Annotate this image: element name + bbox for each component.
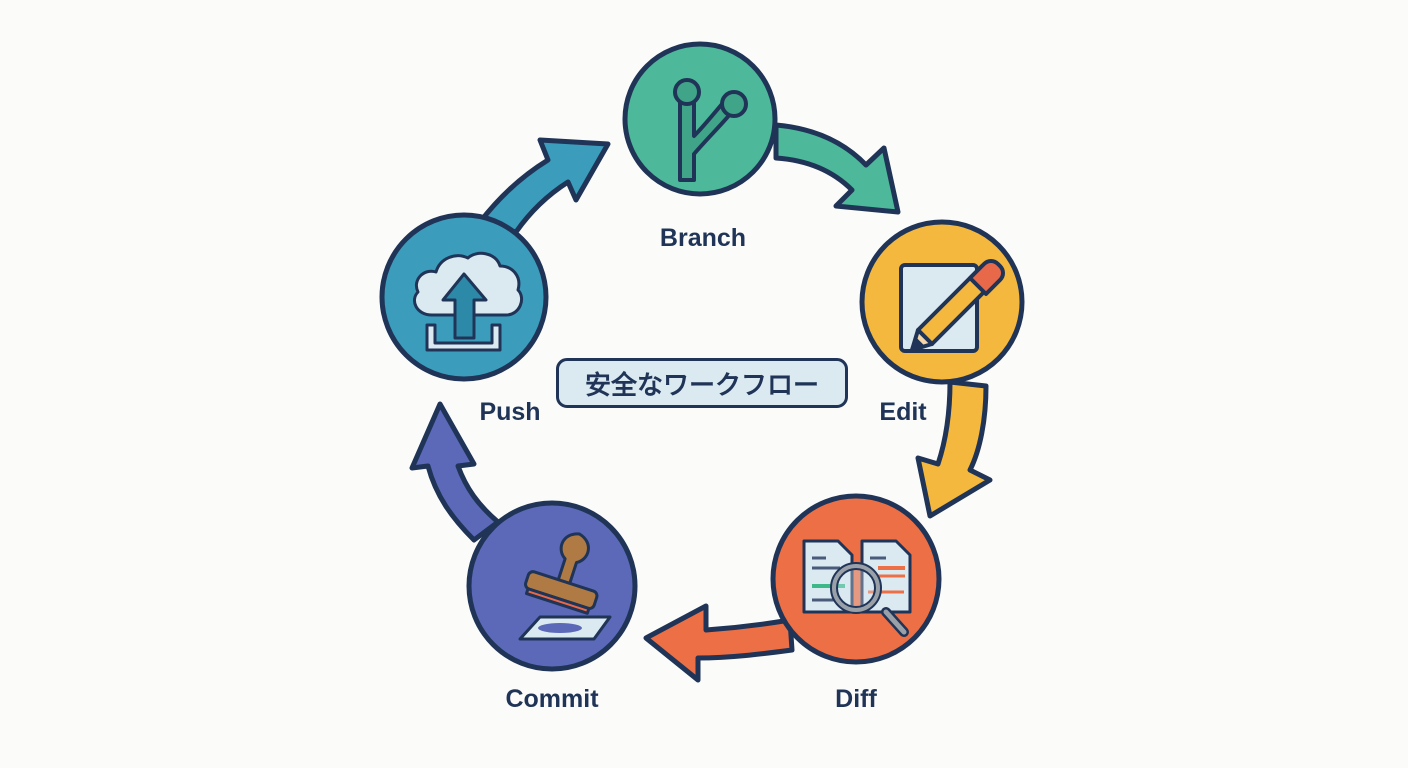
arrow-branch-to-edit bbox=[773, 122, 901, 215]
git-branch-icon bbox=[673, 78, 748, 182]
step-branch bbox=[622, 41, 778, 197]
step-diff bbox=[770, 493, 942, 665]
step-label-push: Push bbox=[479, 398, 541, 426]
step-commit bbox=[466, 500, 638, 672]
pencil-document-icon bbox=[899, 259, 1005, 353]
document-compare-magnifier-icon bbox=[802, 539, 912, 637]
step-label-diff: Diff bbox=[835, 685, 877, 713]
rubber-stamp-icon bbox=[518, 532, 612, 641]
cloud-upload-icon bbox=[413, 251, 523, 352]
step-label-edit: Edit bbox=[879, 398, 927, 426]
arrow-edit-to-diff bbox=[915, 379, 993, 519]
step-label-commit: Commit bbox=[505, 685, 599, 713]
arrow-commit-to-push bbox=[409, 401, 501, 543]
step-label-branch: Branch bbox=[659, 224, 747, 252]
step-push bbox=[379, 212, 549, 382]
arrow-diff-to-commit bbox=[643, 603, 795, 683]
workflow-title: 安全なワークフロー bbox=[556, 358, 848, 408]
step-edit bbox=[859, 219, 1025, 385]
arrow-push-to-branch bbox=[477, 137, 611, 235]
